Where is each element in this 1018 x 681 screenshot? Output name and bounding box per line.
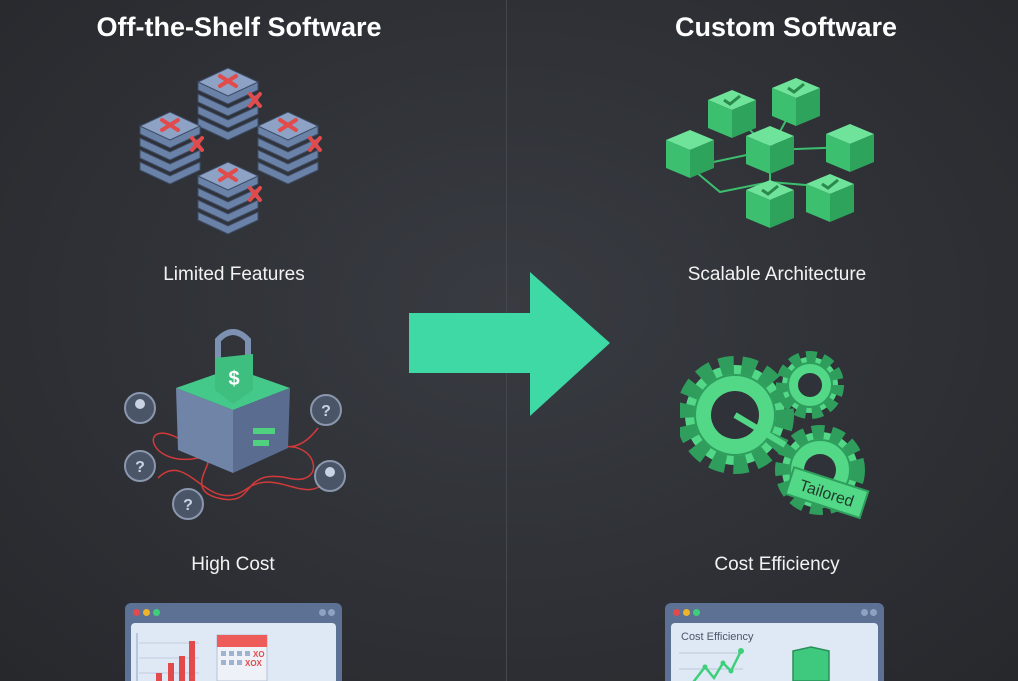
- menu-dot-icon: [319, 609, 326, 616]
- close-dot-icon: [133, 609, 140, 616]
- close-dot-icon: [673, 609, 680, 616]
- svg-text:XOX: XOX: [245, 659, 263, 668]
- minimize-dot-icon: [143, 609, 150, 616]
- feature-label-high-cost: High Cost: [191, 554, 275, 575]
- svg-text:$: $: [228, 368, 239, 390]
- feature-label-scalable-architecture: Scalable Architecture: [687, 264, 867, 285]
- right-dashboard-window: Cost Efficiency: [665, 603, 884, 681]
- trend-chart-shield-icon: [679, 646, 830, 681]
- server-stacks-x-icon: [138, 66, 322, 236]
- menu-dot-icon: [328, 609, 335, 616]
- maximize-dot-icon: [693, 609, 700, 616]
- svg-text:XO: XO: [253, 650, 265, 659]
- left-dashboard-window: XO XOX: [125, 603, 342, 681]
- bar-chart-calendar-icon: XO XOX: [136, 633, 268, 681]
- maximize-dot-icon: [153, 609, 160, 616]
- dashboard-title: Cost Efficiency: [681, 631, 754, 643]
- right-arrow-icon: [409, 272, 610, 416]
- connected-cubes-icon: [666, 72, 874, 242]
- right-title: Custom Software: [674, 12, 898, 42]
- svg-text:?: ?: [135, 459, 145, 476]
- shield-icon: [792, 646, 830, 681]
- left-title: Off-the-Shelf Software: [96, 12, 382, 42]
- minimize-dot-icon: [683, 609, 690, 616]
- feature-label-cost-efficiency: Cost Efficiency: [714, 554, 840, 575]
- feature-label-limited-features: Limited Features: [163, 264, 305, 285]
- gears-icon: Tailored: [680, 351, 870, 520]
- locked-box-cost-icon: $ ???: [124, 329, 346, 520]
- menu-dot-icon: [861, 609, 868, 616]
- menu-dot-icon: [870, 609, 877, 616]
- svg-text:?: ?: [183, 497, 193, 514]
- svg-text:?: ?: [321, 403, 331, 420]
